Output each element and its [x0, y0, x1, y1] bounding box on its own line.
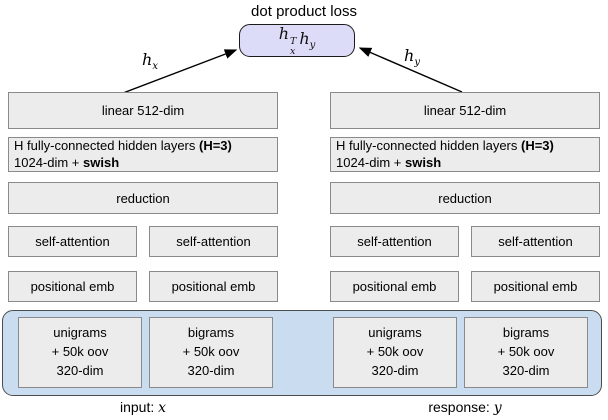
- right-positional-emb-box-2: positional emb: [471, 271, 600, 302]
- bigrams-line2: + 50k oov: [182, 344, 240, 360]
- bigrams-line1: bigrams: [187, 325, 235, 341]
- response-y-label: response: y: [428, 399, 502, 416]
- right-positional-emb-box-1: positional emb: [330, 271, 459, 302]
- right-hidden-layers-box: H fully-connected hidden layers (H=3) 10…: [330, 137, 600, 172]
- hx-arrow-label: hx: [142, 50, 158, 73]
- hidden-layers-line1: H fully-connected hidden layers (H=3): [14, 138, 232, 154]
- right-reduction-box: reduction: [330, 182, 600, 214]
- bigrams-line3: 320-dim: [187, 362, 235, 378]
- bigrams-line1: bigrams: [502, 325, 550, 341]
- unigrams-line3: 320-dim: [56, 362, 104, 378]
- unigrams-line1: unigrams: [53, 325, 107, 341]
- hidden-layers-line2: 1024-dim + swish: [14, 154, 120, 170]
- right-encoder-tower: linear 512-dim H fully-connected hidden …: [330, 92, 600, 304]
- unigrams-line2: + 50k oov: [366, 344, 424, 360]
- left-bigrams-embedding-box: bigrams + 50k oov 320-dim: [149, 317, 273, 388]
- right-self-attention-box-2: self-attention: [471, 226, 600, 257]
- hidden-layers-line1: H fully-connected hidden layers (H=3): [336, 138, 554, 154]
- bigrams-line2: + 50k oov: [497, 344, 555, 360]
- left-self-attention-box-2: self-attention: [149, 226, 278, 257]
- right-bigrams-embedding-box: bigrams + 50k oov 320-dim: [464, 317, 588, 388]
- right-self-attention-box-1: self-attention: [330, 226, 459, 257]
- left-tower-arrow: [122, 49, 238, 94]
- hy-arrow-label: hy: [404, 46, 420, 69]
- unigrams-line3: 320-dim: [371, 362, 419, 378]
- left-unigrams-embedding-box: unigrams + 50k oov 320-dim: [18, 317, 142, 388]
- left-self-attention-box-1: self-attention: [8, 226, 137, 257]
- left-reduction-box: reduction: [8, 182, 278, 214]
- left-encoder-tower: linear 512-dim H fully-connected hidden …: [8, 92, 278, 304]
- left-positional-emb-box-2: positional emb: [149, 271, 278, 302]
- left-positional-emb-box-1: positional emb: [8, 271, 137, 302]
- left-linear-layer-box: linear 512-dim: [8, 92, 278, 129]
- math-h-y: hy: [299, 29, 316, 52]
- right-linear-layer-box: linear 512-dim: [330, 92, 600, 129]
- input-x-label: input: x: [119, 399, 167, 416]
- right-unigrams-embedding-box: unigrams + 50k oov 320-dim: [333, 317, 457, 388]
- unigrams-line2: + 50k oov: [51, 344, 109, 360]
- diagram-title: dot product loss: [251, 3, 357, 20]
- hidden-layers-line2: 1024-dim + swish: [336, 154, 442, 170]
- unigrams-line1: unigrams: [368, 325, 422, 341]
- bigrams-line3: 320-dim: [502, 362, 550, 378]
- embedding-input-band: unigrams + 50k oov 320-dim bigrams + 50k…: [2, 310, 602, 396]
- left-hidden-layers-box: H fully-connected hidden layers (H=3) 10…: [8, 137, 278, 172]
